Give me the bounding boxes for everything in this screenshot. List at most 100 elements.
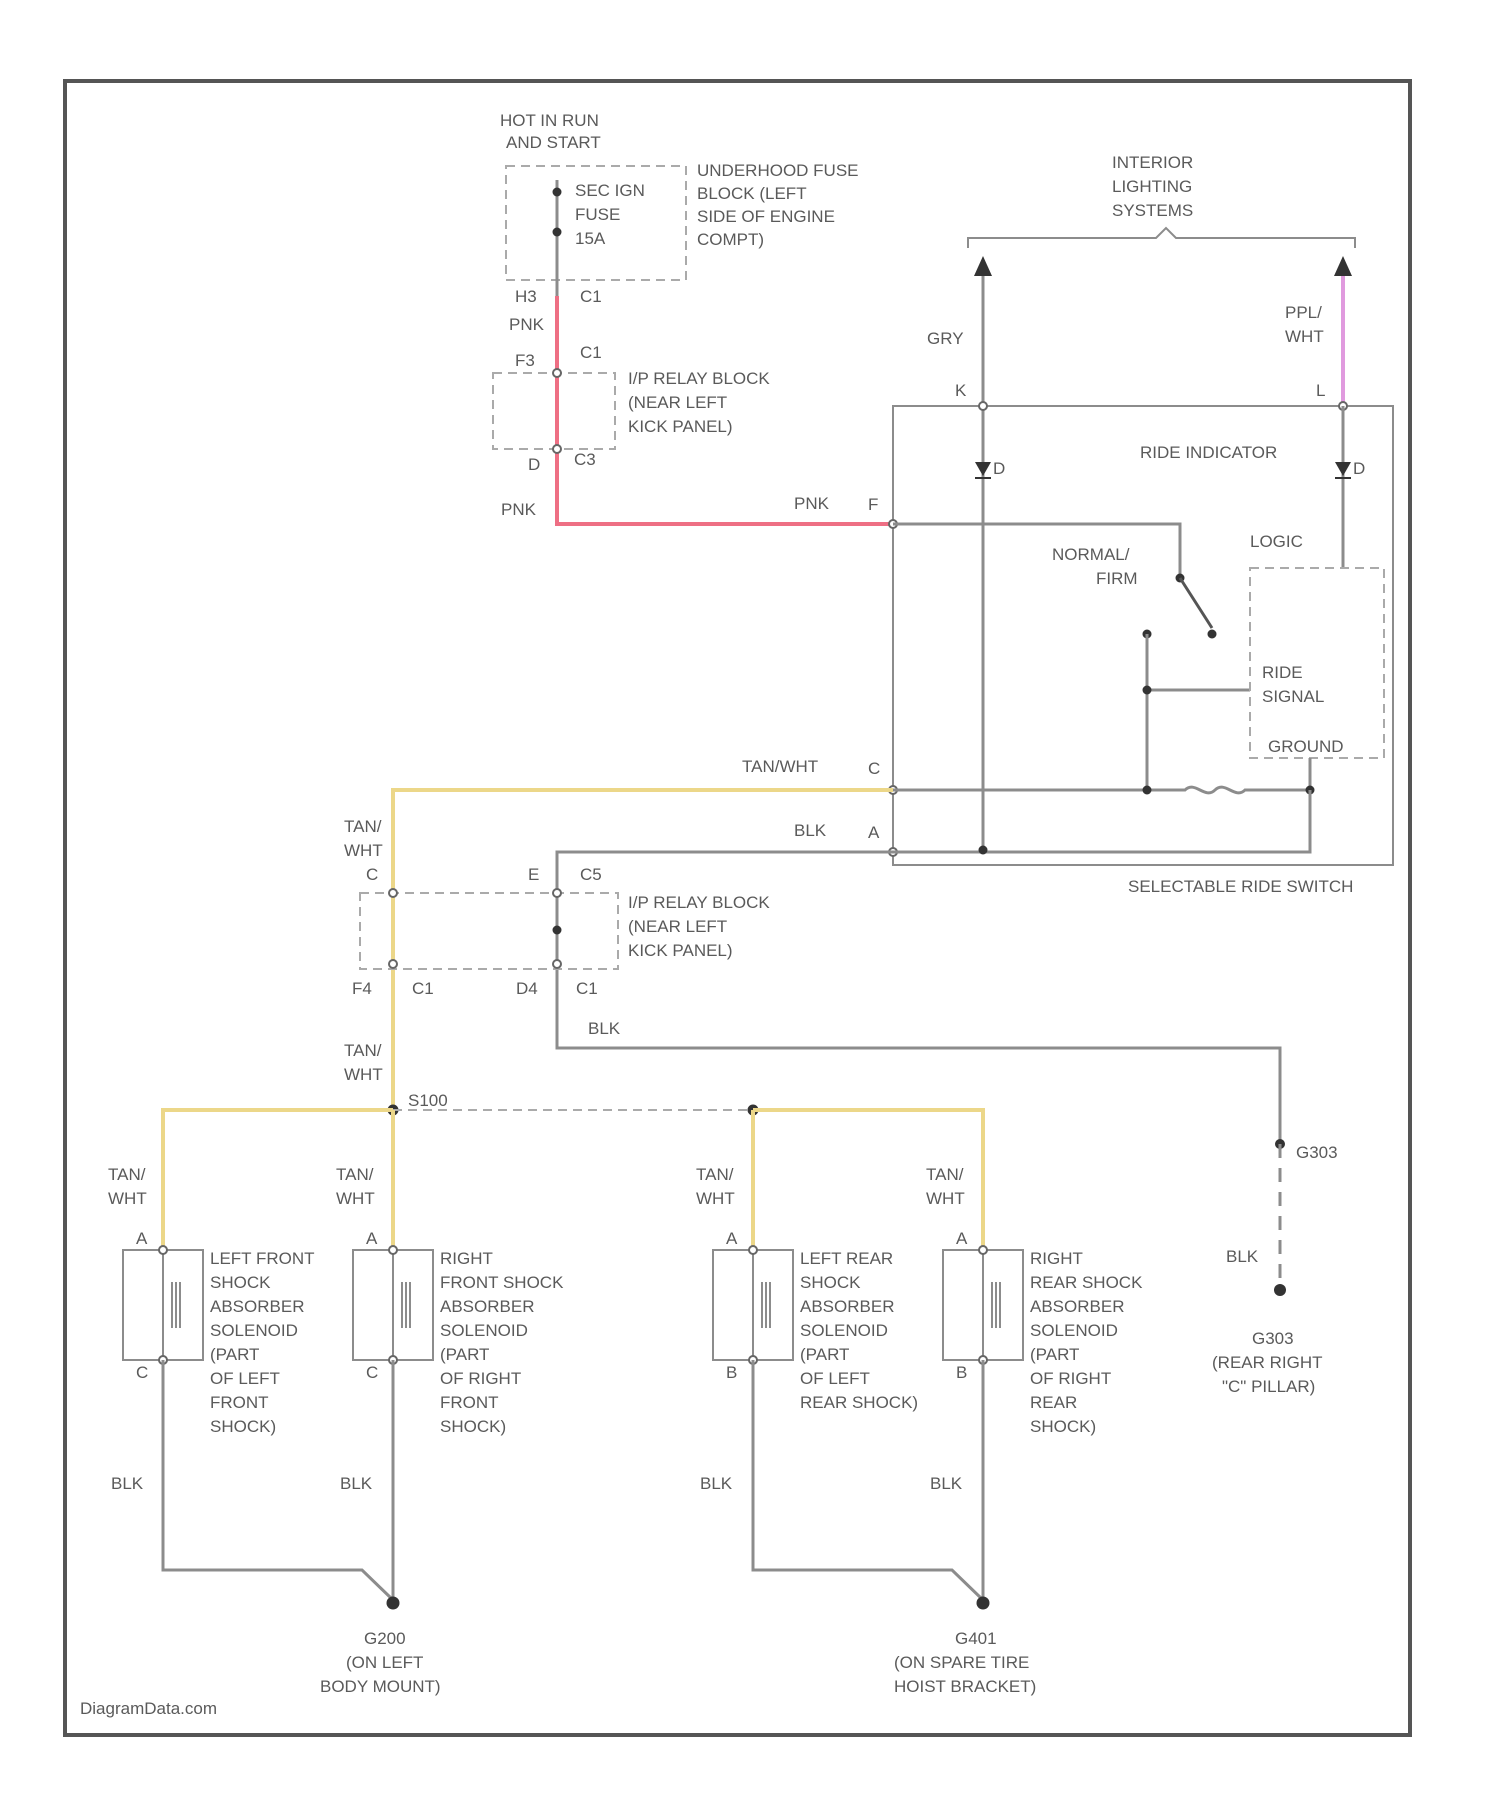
solenoid-lf-label-0: LEFT FRONT xyxy=(210,1249,315,1268)
fuse-node-top xyxy=(553,188,562,197)
solenoid-rr-pin-b: B xyxy=(956,1363,967,1382)
relay-block-top: F3 C1 D C3 I/P RELAY BLOCK (NEAR LEFT KI… xyxy=(493,343,770,474)
solenoid-lf-label-6: FRONT xyxy=(210,1393,269,1412)
fuse-pin-c1: C1 xyxy=(580,287,602,306)
solenoid-rr-label-7: SHOCK) xyxy=(1030,1417,1096,1436)
hot-label-line1: HOT IN RUN xyxy=(500,111,599,130)
solenoid-lr-coil xyxy=(762,1282,770,1328)
blk-label-switch: BLK xyxy=(794,821,827,840)
solenoid-lf-pin-a: A xyxy=(136,1229,148,1248)
logic-label: LOGIC xyxy=(1250,532,1303,551)
g200-label-line3: BODY MOUNT) xyxy=(320,1677,441,1696)
ride-signal-wire xyxy=(1147,634,1250,790)
ground-g303: G303 BLK G303 (REAR RIGHT "C" PILLAR) xyxy=(1212,1139,1338,1396)
blk-label-relay: BLK xyxy=(588,1019,621,1038)
relay-bottom-pin-c: C xyxy=(366,865,378,884)
solenoid-lr-pin-b: B xyxy=(726,1363,737,1382)
interior-bracket xyxy=(968,228,1355,248)
lf-wire-label-line1: TAN/ xyxy=(108,1165,146,1184)
solenoid-rr-coil xyxy=(992,1282,1000,1328)
relay-top-label-line1: I/P RELAY BLOCK xyxy=(628,369,770,388)
fuse-pin-h3: H3 xyxy=(515,287,537,306)
g303-label-line2: (REAR RIGHT xyxy=(1212,1353,1323,1372)
tan-wht-stack-1-line1: TAN/ xyxy=(344,817,382,836)
solenoid-lf-label-4: (PART xyxy=(210,1345,259,1364)
fuse-block-label-line3: SIDE OF ENGINE xyxy=(697,207,835,226)
fuse-block-label-line4: COMPT) xyxy=(697,230,764,249)
relay-bottom-pin-e: E xyxy=(528,865,539,884)
tan-wht-label-top: TAN/WHT xyxy=(742,757,818,776)
indicator-diode-left xyxy=(975,462,991,476)
tan-wht-stack-2-line2: WHT xyxy=(344,1065,383,1084)
solenoid-lr-node-top xyxy=(749,1246,757,1254)
solenoid-right-rear: A B RIGHT REAR SHOCK ABSORBER SOLENOID (… xyxy=(943,1229,1143,1436)
solenoid-rf-label-7: SHOCK) xyxy=(440,1417,506,1436)
solenoid-rr-label-5: OF RIGHT xyxy=(1030,1369,1111,1388)
g401-blk-right: BLK xyxy=(930,1474,963,1493)
relay-block-top-outline xyxy=(493,373,615,449)
rf-wire-label-line1: TAN/ xyxy=(336,1165,374,1184)
relay-bottom-node-3 xyxy=(553,889,561,897)
solenoid-rf-label-2: ABSORBER xyxy=(440,1297,534,1316)
relay-top-conn-c3: C3 xyxy=(574,450,596,469)
switch-name-label: SELECTABLE RIDE SWITCH xyxy=(1128,877,1353,896)
g401-blk-left: BLK xyxy=(700,1474,733,1493)
solenoid-left-rear: A B LEFT REAR SHOCK ABSORBER SOLENOID (P… xyxy=(713,1229,918,1412)
solenoid-rf-pin-a: A xyxy=(366,1229,378,1248)
switch-blade xyxy=(1180,578,1212,628)
ground-g200: BLK BLK G200 (ON LEFT BODY MOUNT) xyxy=(111,1360,441,1696)
switch-a-internal-wire xyxy=(893,790,1310,852)
relay-bottom-label-line3: KICK PANEL) xyxy=(628,941,733,960)
relay-bottom-conn-c1-right: C1 xyxy=(576,979,598,998)
ride-signal-label-line1: RIDE xyxy=(1262,663,1303,682)
relay-bottom-label-line2: (NEAR LEFT xyxy=(628,917,727,936)
switch-pin-f: F xyxy=(868,495,878,514)
relay-bottom-label-line1: I/P RELAY BLOCK xyxy=(628,893,770,912)
tan-wht-stack-2-line1: TAN/ xyxy=(344,1041,382,1060)
g303-blk-label: BLK xyxy=(1226,1247,1259,1266)
g200-blk-right: BLK xyxy=(340,1474,373,1493)
solenoid-left-front: A C LEFT FRONT SHOCK ABSORBER SOLENOID (… xyxy=(123,1229,315,1436)
lr-wire-label-line1: TAN/ xyxy=(696,1165,734,1184)
switch-pin-l: L xyxy=(1316,381,1325,400)
splice-s100: S100 TAN/ WHT TAN/ WHT TAN/ WHT TAN/ WHT xyxy=(108,1091,983,1250)
logic-ground-label: GROUND xyxy=(1268,737,1344,756)
solenoid-rf-node-top xyxy=(389,1246,397,1254)
solenoid-rf-label-4: (PART xyxy=(440,1345,489,1364)
normal-firm-label-line1: NORMAL/ xyxy=(1052,545,1130,564)
lr-wire-label-line2: WHT xyxy=(696,1189,735,1208)
ppl-wht-label-line1: PPL/ xyxy=(1285,303,1322,322)
switch-pin-k: K xyxy=(955,381,967,400)
relay-bottom-node-2 xyxy=(389,960,397,968)
interior-label-line2: LIGHTING xyxy=(1112,177,1192,196)
ppl-wht-label-line2: WHT xyxy=(1285,327,1324,346)
indicator-pin-d-left: D xyxy=(993,459,1005,478)
fuse-block-label-line1: UNDERHOOD FUSE xyxy=(697,161,859,180)
relay-bottom-conn-c1-left: C1 xyxy=(412,979,434,998)
solenoid-rr-label-1: REAR SHOCK xyxy=(1030,1273,1143,1292)
solenoid-lf-coil xyxy=(172,1282,180,1328)
indicator-diode-right xyxy=(1335,462,1351,476)
ppl-wht-arrow xyxy=(1334,256,1352,276)
solenoid-rf-label-5: OF RIGHT xyxy=(440,1369,521,1388)
solenoid-right-front: A C RIGHT FRONT SHOCK ABSORBER SOLENOID … xyxy=(353,1229,564,1436)
pnk-label-upper: PNK xyxy=(509,315,545,334)
switch-c-internal-wire xyxy=(893,787,1310,793)
switch-node-k xyxy=(979,402,987,410)
fuse-block-label-line2: BLOCK (LEFT xyxy=(697,184,807,203)
solenoid-rr-pin-a: A xyxy=(956,1229,968,1248)
solenoid-rr-label-6: REAR xyxy=(1030,1393,1077,1412)
underhood-fuse-block: SEC IGN FUSE 15A UNDERHOOD FUSE BLOCK (L… xyxy=(506,161,859,306)
ride-signal-node xyxy=(1143,686,1152,695)
pnk-label-switch: PNK xyxy=(794,494,830,513)
fuse-label-line3: 15A xyxy=(575,229,606,248)
solenoid-rr-node-top xyxy=(979,1246,987,1254)
relay-top-node-in xyxy=(553,369,561,377)
solenoid-lf-label-5: OF LEFT xyxy=(210,1369,280,1388)
relay-block-bottom-outline xyxy=(360,893,618,969)
solenoid-lf-label-7: SHOCK) xyxy=(210,1417,276,1436)
gry-arrow xyxy=(974,256,992,276)
s100-label: S100 xyxy=(408,1091,448,1110)
relay-bottom-pin-f4: F4 xyxy=(352,979,372,998)
switch-pin-a: A xyxy=(868,823,880,842)
